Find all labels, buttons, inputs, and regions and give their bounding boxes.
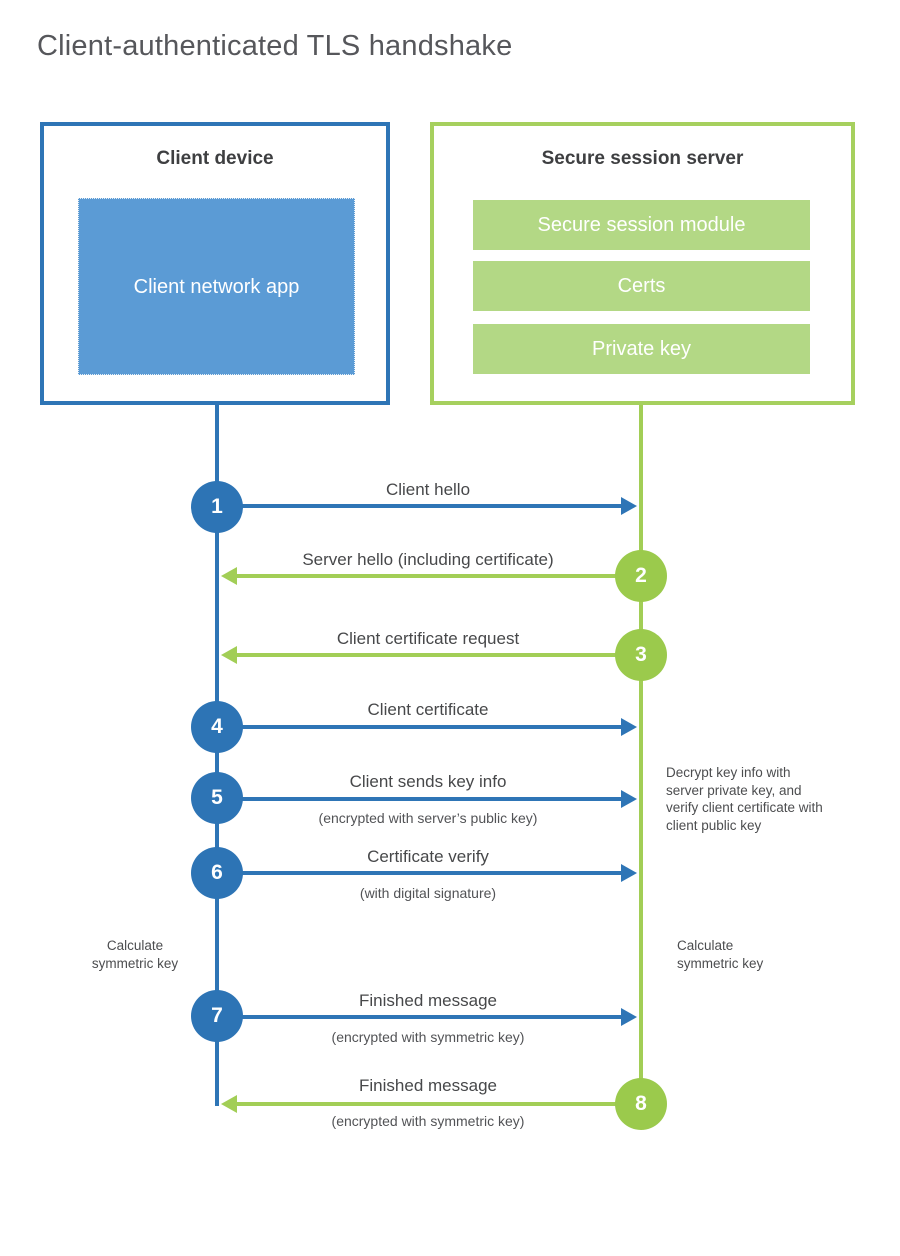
server-module-private-key: Private key [473, 324, 810, 374]
server-lifeline [639, 405, 643, 1105]
step4-arrow [217, 725, 622, 729]
step7-badge: 7 [191, 990, 243, 1042]
step2-arrow [237, 574, 645, 578]
calc-symmetric-key-client-note: Calculate symmetric key [91, 938, 179, 971]
step8-label: Finished message [359, 1076, 497, 1095]
step3-arrowhead-icon [221, 646, 237, 664]
step8-arrowhead-icon [221, 1095, 237, 1113]
step6-arrow [217, 871, 622, 875]
step2-arrowhead-icon [221, 567, 237, 585]
step5-label: Client sends key info [349, 772, 507, 791]
page-title: Client-authenticated TLS handshake [37, 30, 513, 62]
step5-arrow [217, 797, 622, 801]
step4-badge: 4 [191, 701, 243, 753]
calc-symmetric-key-server-note: Calculate symmetric key [677, 938, 764, 971]
step7-label: Finished message [359, 991, 497, 1010]
step8-badge: 8 [615, 1078, 667, 1130]
step5-arrowhead-icon [621, 790, 637, 808]
step2-badge: 2 [615, 550, 667, 602]
step8-arrow [237, 1102, 645, 1106]
step3-badge: 3 [615, 629, 667, 681]
step3-label: Client certificate request [336, 629, 520, 648]
client-device-heading: Client device [156, 148, 274, 169]
step1-arrow [217, 504, 622, 508]
step4-label: Client certificate [367, 700, 489, 719]
step5-badge: 5 [191, 772, 243, 824]
step6-sublabel: (with digital signature) [359, 885, 497, 901]
client-device-box: Client device Client network app [40, 122, 390, 405]
step6-badge: 6 [191, 847, 243, 899]
step1-badge: 1 [191, 481, 243, 533]
step2-label: Server hello (including certificate) [302, 550, 554, 569]
step7-arrowhead-icon [621, 1008, 637, 1026]
client-network-app-box: Client network app [78, 198, 355, 375]
step8-sublabel: (encrypted with symmetric key) [331, 1113, 525, 1129]
step7-arrow [217, 1015, 622, 1019]
step6-arrowhead-icon [621, 864, 637, 882]
server-module-secure-session: Secure session module [473, 200, 810, 250]
step1-arrowhead-icon [621, 497, 637, 515]
server-heading: Secure session server [541, 148, 744, 169]
client-network-app-label: Client network app [133, 275, 300, 298]
client-lifeline [215, 405, 219, 1106]
decrypt-note: Decrypt key info with server private key… [666, 765, 823, 833]
server-module-certs: Certs [473, 261, 810, 311]
step1-label: Client hello [385, 480, 471, 499]
step5-sublabel: (encrypted with server’s public key) [318, 810, 538, 826]
step6-label: Certificate verify [367, 847, 489, 866]
server-box: Secure session server Secure session mod… [430, 122, 855, 405]
step4-arrowhead-icon [621, 718, 637, 736]
step7-sublabel: (encrypted with symmetric key) [331, 1029, 525, 1045]
step3-arrow [237, 653, 645, 657]
